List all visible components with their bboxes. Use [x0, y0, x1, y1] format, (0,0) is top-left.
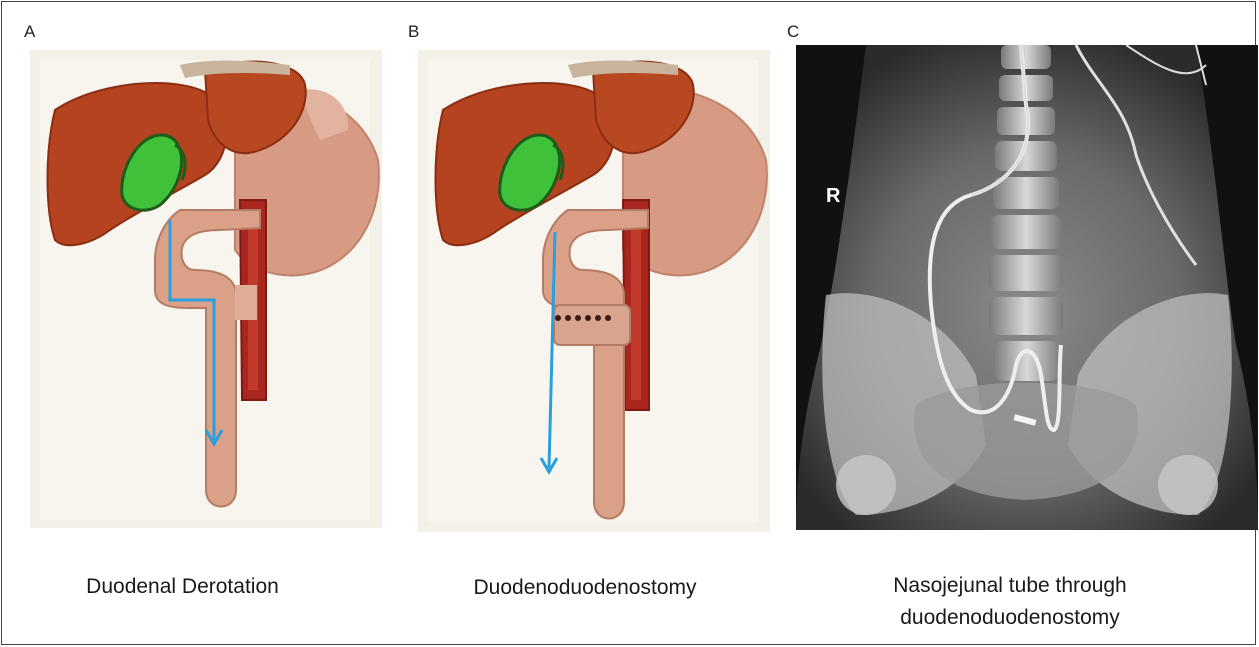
- panel-letter-a: A: [24, 22, 35, 42]
- panel-a-illustration: [30, 50, 382, 528]
- panel-letter-b: B: [408, 22, 419, 42]
- right-side-marker: R: [826, 185, 841, 207]
- caption-c: Nasojejunal tube through duodenoduodenos…: [845, 570, 1175, 634]
- caption-c-line1: Nasojejunal tube through: [845, 570, 1175, 602]
- caption-c-line2: duodenoduodenostomy: [845, 602, 1175, 634]
- panel-b-illustration: [418, 50, 770, 532]
- caption-b: Duodenoduodenostomy: [430, 572, 740, 604]
- anastomosis: [554, 305, 630, 345]
- panel-letter-c: C: [787, 22, 799, 42]
- panel-c-xray: R: [796, 45, 1258, 530]
- caption-a: Duodenal Derotation: [45, 571, 320, 603]
